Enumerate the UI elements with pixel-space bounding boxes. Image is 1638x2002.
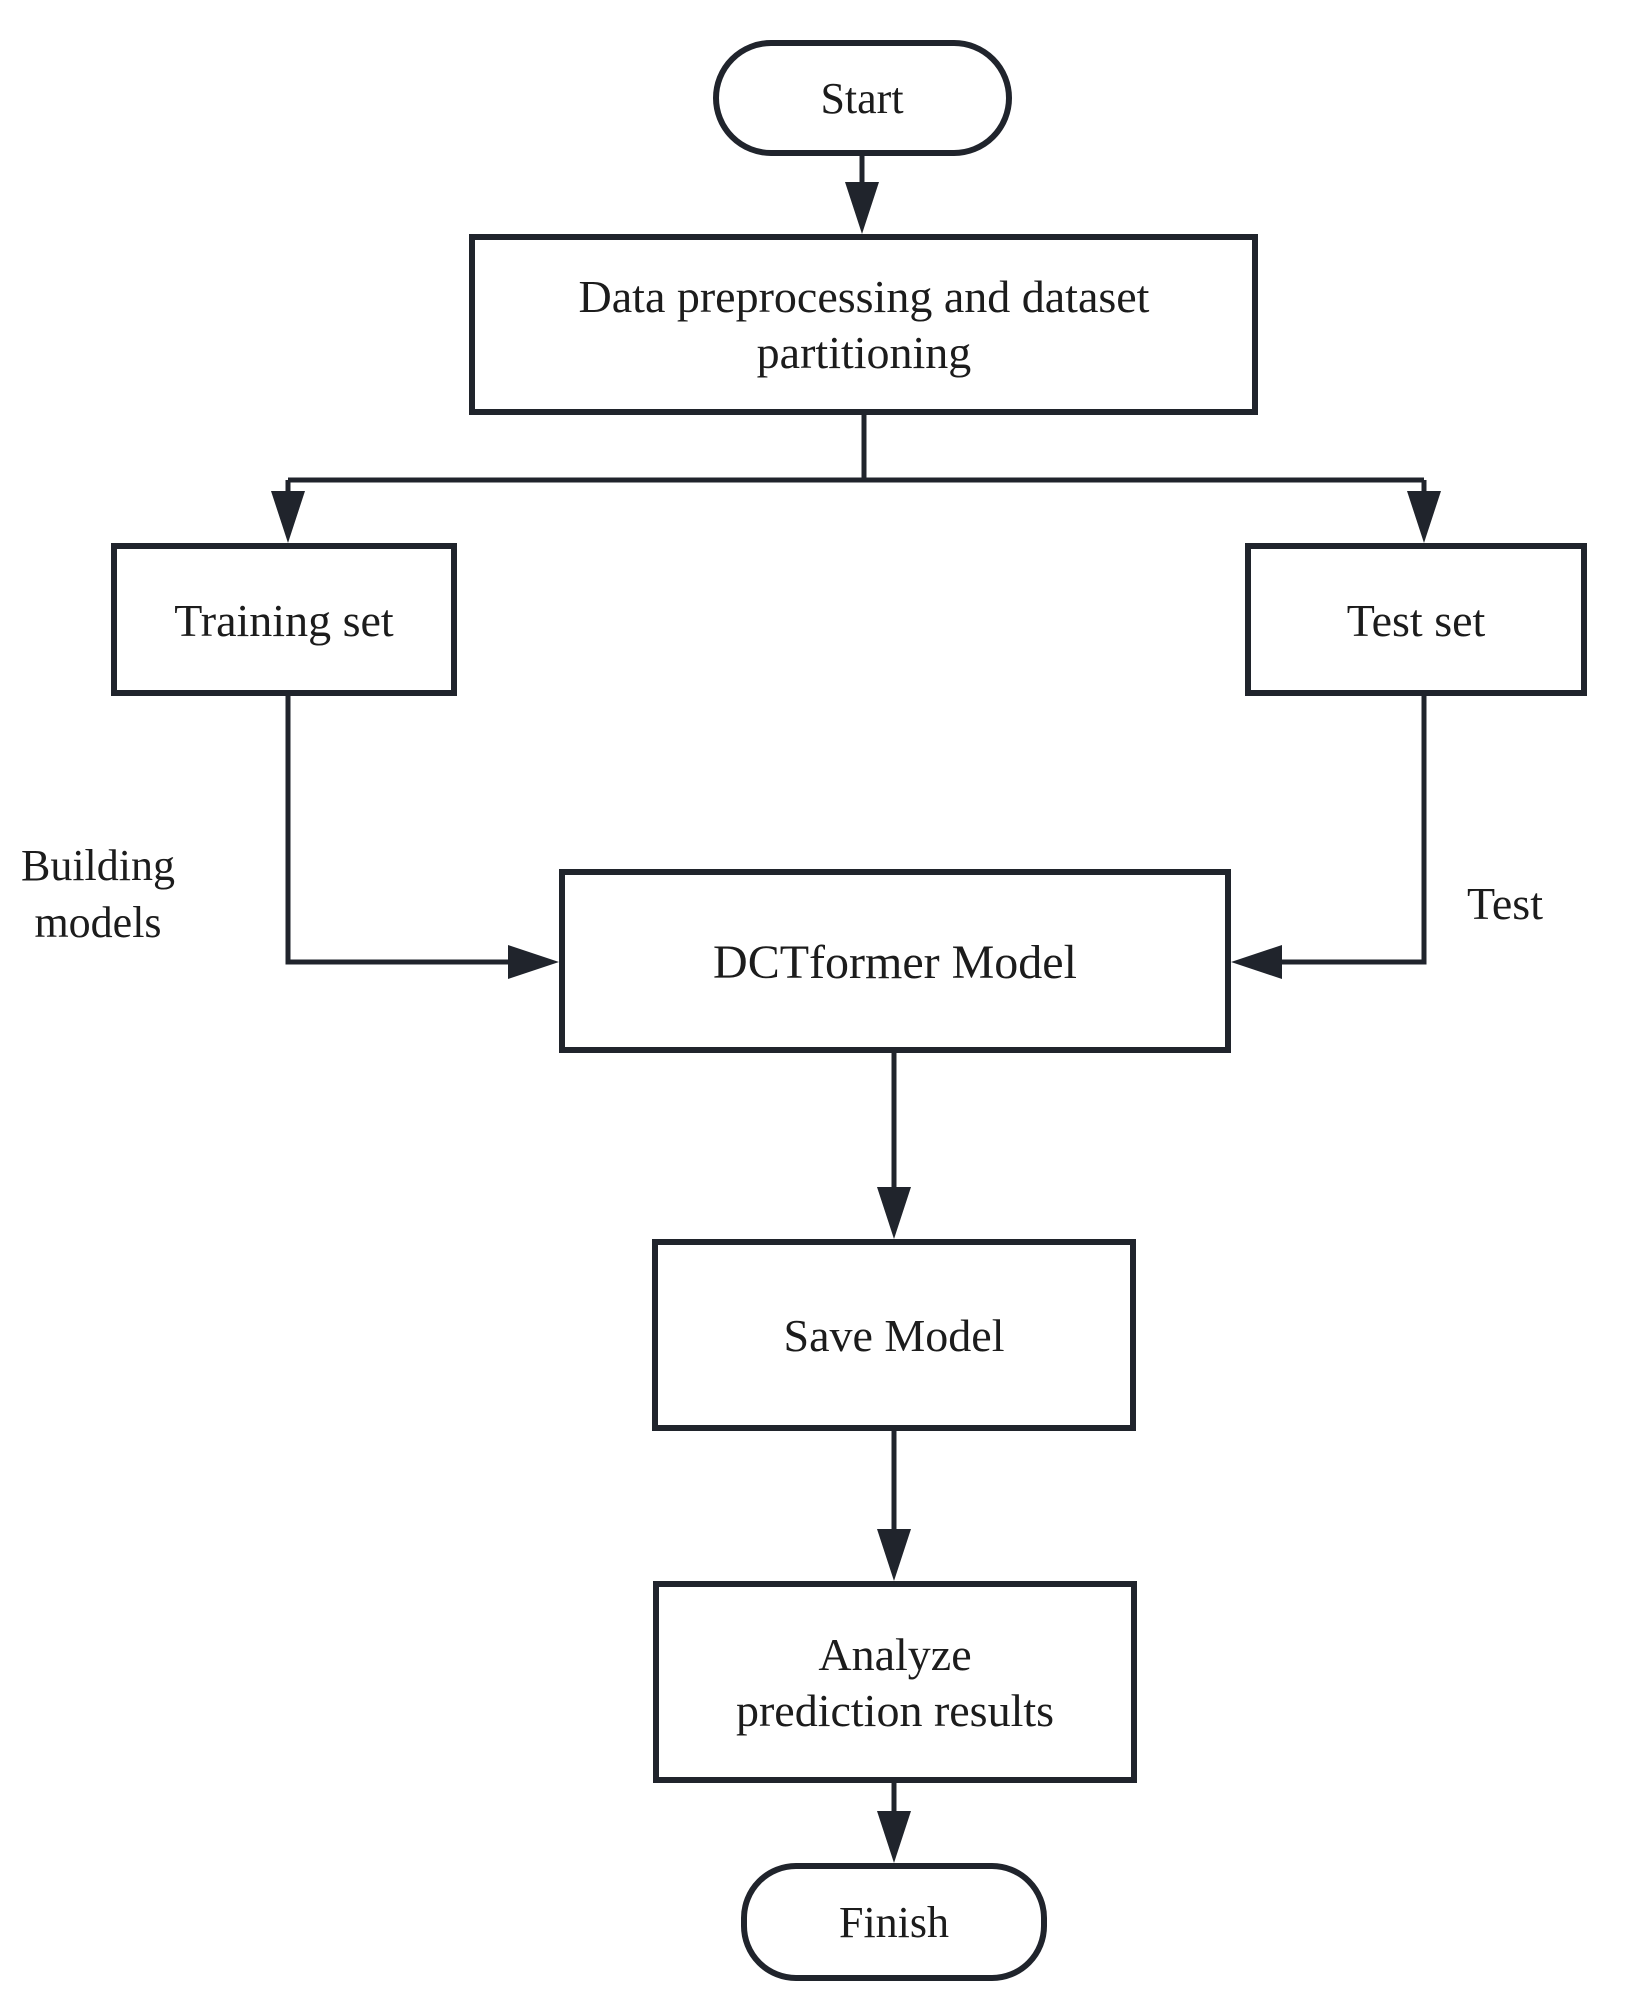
node-save-model: Save Model [652, 1239, 1136, 1431]
arrowhead [1407, 491, 1441, 543]
analyze-box [653, 1581, 1137, 1783]
node-test-set: Test set [1245, 543, 1587, 696]
node-finish: Finish [741, 1863, 1047, 1981]
edge-label-building-models: Building models [21, 841, 175, 947]
arrowhead [271, 491, 305, 543]
test-set-label: Test set [1347, 595, 1486, 646]
test-set-box [1245, 543, 1587, 696]
arrowhead [877, 1811, 911, 1863]
edge-save-analyze [877, 1428, 911, 1581]
edge-start-preprocess [845, 153, 879, 234]
node-preprocess: Data preprocessing and dataset partition… [469, 234, 1258, 415]
building-models-line2: models [34, 898, 161, 947]
edge-training-dctformer [285, 693, 559, 979]
dctformer-box [559, 869, 1231, 1053]
node-analyze: Analyze prediction results [653, 1581, 1137, 1783]
edge-analyze-finish [877, 1780, 911, 1863]
training-set-label: Training set [174, 595, 394, 646]
save-model-box [652, 1239, 1136, 1431]
edge-label-test: Test [1467, 878, 1543, 929]
analyze-label-line2: prediction results [736, 1685, 1054, 1736]
training-set-box [111, 543, 457, 696]
arrowhead [845, 182, 879, 234]
edge-preprocess-branch [271, 412, 1441, 543]
test-edge-label: Test [1467, 878, 1543, 929]
edge-dctformer-save [877, 1050, 911, 1239]
preprocess-label-line1: Data preprocessing and dataset [579, 271, 1150, 322]
start-label: Start [820, 74, 903, 123]
preprocess-label-line2: partitioning [757, 327, 972, 378]
dctformer-label: DCTformer Model [713, 936, 1077, 989]
finish-terminator-shape [741, 1863, 1047, 1981]
node-dctformer: DCTformer Model [559, 869, 1231, 1053]
arrowhead [877, 1187, 911, 1239]
node-training-set: Training set [111, 543, 457, 696]
save-model-label: Save Model [783, 1310, 1004, 1361]
arrowhead [877, 1529, 911, 1581]
preprocess-box [469, 234, 1258, 415]
finish-label: Finish [839, 1898, 949, 1947]
node-start: Start [713, 40, 1012, 156]
arrowhead [1231, 945, 1282, 979]
edge-testset-dctformer [1231, 693, 1427, 979]
analyze-label-line1: Analyze [818, 1629, 971, 1680]
arrowhead [508, 945, 559, 979]
start-terminator-shape [713, 40, 1012, 156]
building-models-line1: Building [21, 841, 175, 890]
